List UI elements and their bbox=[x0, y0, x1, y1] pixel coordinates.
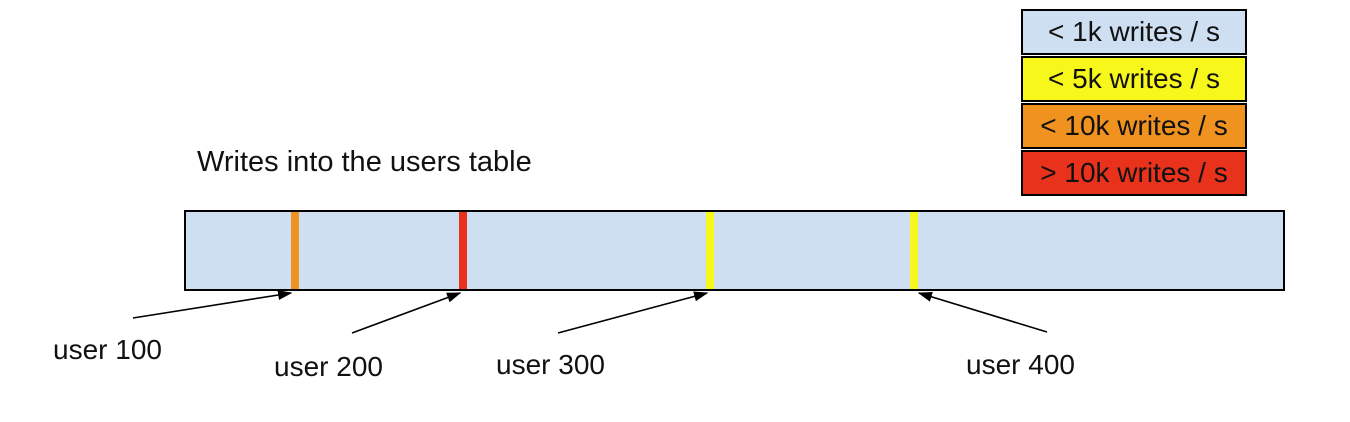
arrow-user-100 bbox=[132, 290, 293, 319]
marker-user-100 bbox=[291, 212, 299, 289]
diagram-title: Writes into the users table bbox=[197, 146, 532, 178]
marker-user-300 bbox=[706, 212, 714, 289]
legend-item-under-5k: < 5k writes / s bbox=[1021, 56, 1247, 102]
label-user-100: user 100 bbox=[53, 334, 162, 365]
arrow-user-300 bbox=[557, 291, 709, 334]
marker-user-400 bbox=[910, 212, 918, 289]
legend: < 1k writes / s < 5k writes / s < 10k wr… bbox=[1021, 9, 1247, 197]
legend-item-label: > 10k writes / s bbox=[1040, 157, 1228, 188]
legend-item-label: < 10k writes / s bbox=[1040, 110, 1228, 141]
legend-item-over-10k: > 10k writes / s bbox=[1021, 150, 1247, 196]
label-user-300: user 300 bbox=[496, 349, 605, 380]
legend-item-under-1k: < 1k writes / s bbox=[1021, 9, 1247, 55]
legend-item-under-10k: < 10k writes / s bbox=[1021, 103, 1247, 149]
label-user-400: user 400 bbox=[966, 349, 1075, 380]
arrow-user-200 bbox=[351, 292, 462, 334]
arrow-user-400 bbox=[917, 291, 1048, 333]
users-table-bar bbox=[184, 210, 1285, 291]
label-user-200: user 200 bbox=[274, 351, 383, 382]
legend-item-label: < 1k writes / s bbox=[1048, 16, 1220, 47]
marker-user-200 bbox=[459, 212, 467, 289]
legend-item-label: < 5k writes / s bbox=[1048, 63, 1220, 94]
